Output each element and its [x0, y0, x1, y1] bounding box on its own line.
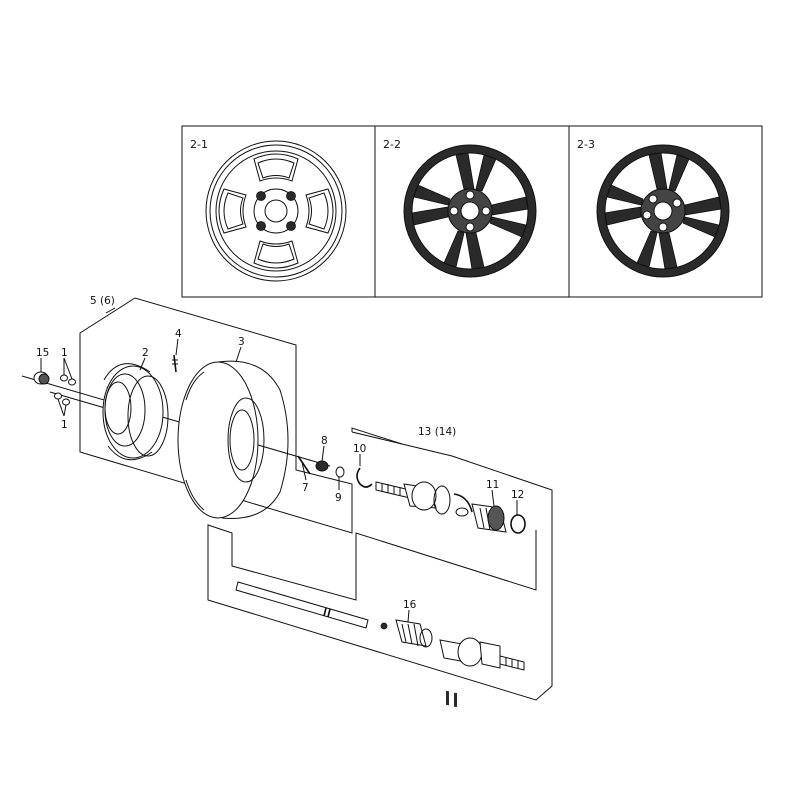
wheel-assembly-box [79, 297, 353, 534]
rim-variant-3-icon [596, 144, 730, 278]
callout-4: 4 [175, 328, 182, 340]
valve-stem-icon [172, 354, 178, 373]
rim-variant-2-icon [403, 144, 537, 278]
variants-frame [181, 125, 763, 298]
cv-boot-icon [471, 503, 507, 533]
drive-shaft-icon [235, 581, 369, 629]
rim-2-spokes [411, 152, 529, 270]
axle-centerline [21, 375, 331, 467]
callout-5-6: 5 (6) [90, 295, 115, 307]
callout-8: 8 [321, 435, 328, 447]
callout-2: 2 [142, 347, 149, 359]
callout-16: 16 [403, 599, 417, 611]
callout-10: 10 [353, 443, 366, 455]
callout-9: 9 [335, 492, 342, 504]
rim-icon [102, 363, 169, 461]
callout-7: 7 [302, 482, 309, 494]
callout-11: 11 [486, 479, 499, 491]
lug-nut-icon [54, 374, 76, 406]
callout-1-top: 1 [61, 347, 68, 359]
outer-cv-joint-icon [375, 481, 473, 517]
variant-1-label: 2-1 [190, 138, 208, 151]
snap-ring-icon [356, 467, 373, 488]
cotter-pin-icon [297, 455, 311, 475]
callout-13-14: 13 (14) [418, 426, 456, 438]
tire-icon [177, 360, 289, 519]
callout-15: 15 [36, 347, 49, 359]
callout-3: 3 [238, 336, 245, 348]
axle-nut-icon [315, 460, 329, 472]
variant-3-label: 2-3 [577, 138, 595, 151]
rim-1-windows [218, 153, 334, 269]
hub-cap-icon [33, 371, 50, 385]
inner-boot-icon [380, 619, 433, 648]
washer-icon [335, 466, 345, 478]
half-shaft-box [207, 427, 553, 701]
rim-3-spokes [604, 152, 722, 270]
wheel-variants-panel: 2-1 2-2 2-3 [181, 125, 763, 298]
callout-labels: 5 (6) 15 1 1 2 4 3 7 8 9 10 13 (14) 11 1… [36, 295, 524, 611]
variant-2-label: 2-2 [383, 138, 401, 151]
rim-variant-1-icon [205, 140, 347, 282]
callout-12: 12 [511, 489, 524, 501]
leader-lines [40, 338, 518, 623]
boot-clamp-icon [510, 514, 526, 534]
callout-1-bottom: 1 [61, 419, 68, 431]
inner-cv-joint-icon [439, 637, 525, 708]
